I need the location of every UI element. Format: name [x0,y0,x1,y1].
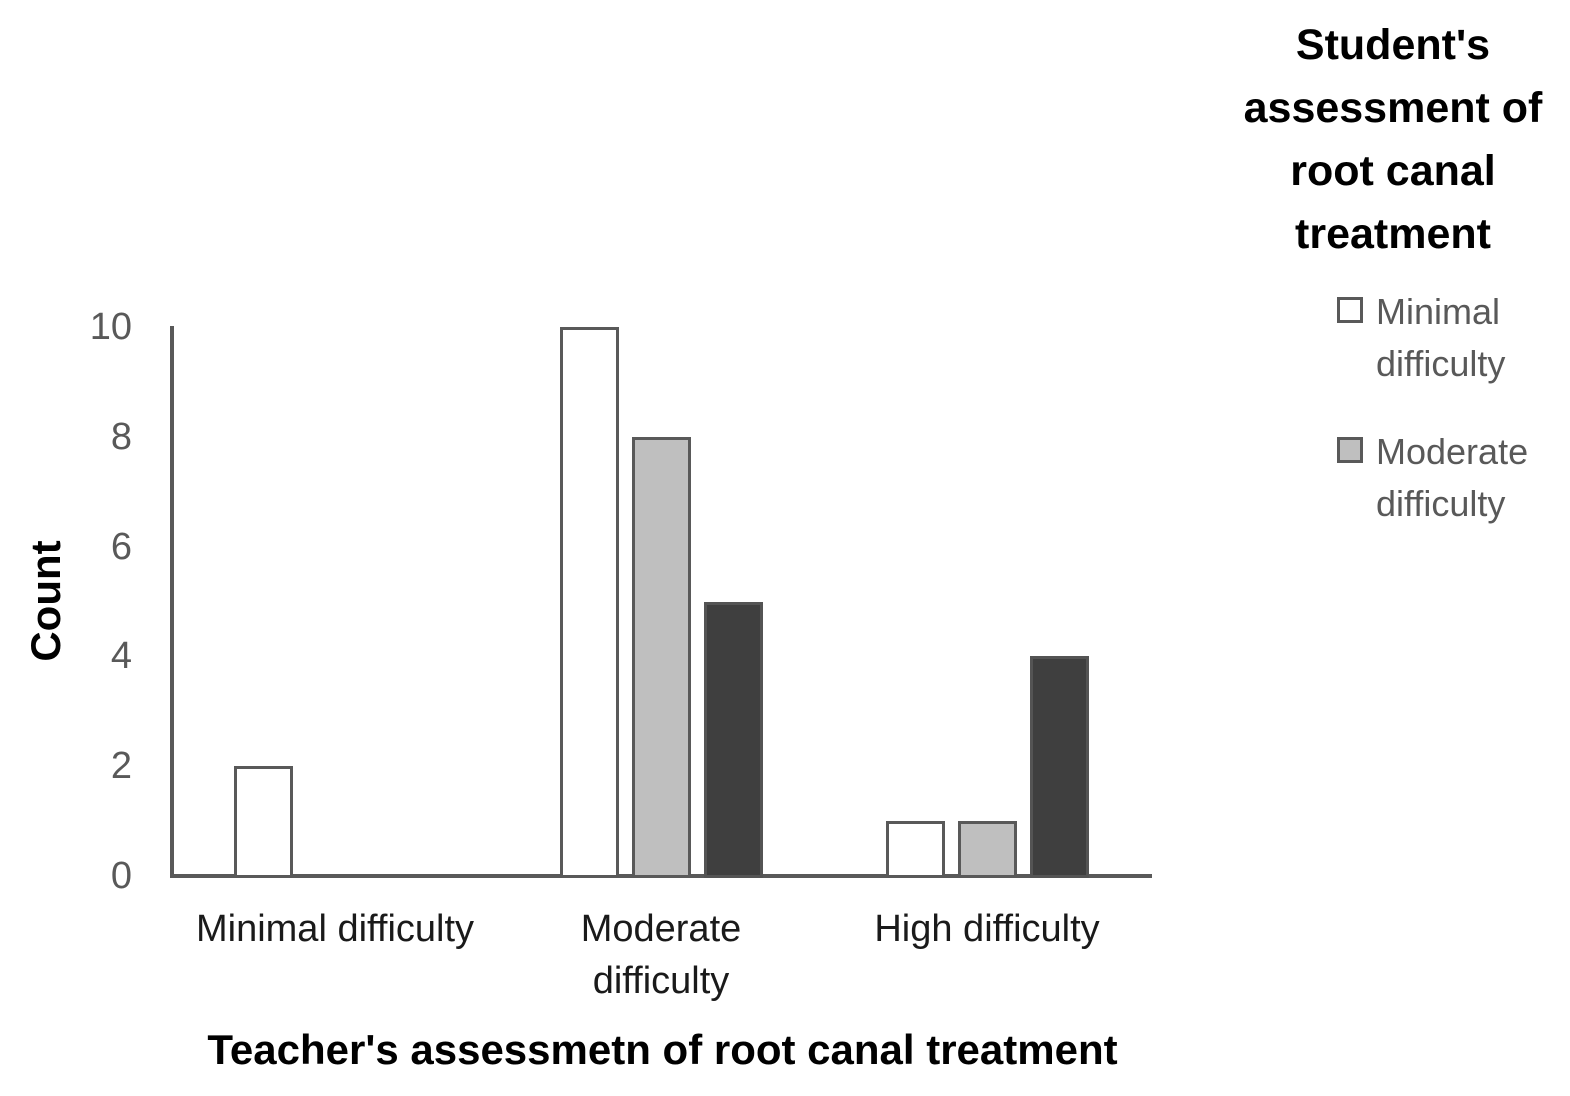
x-tick-label: High difficulty [874,903,1099,955]
legend-item-label: Moderate difficulty [1376,431,1529,524]
legend-item: Moderate difficulty [1337,426,1561,530]
bar-moderate-difficulty-moderate-difficulty [632,436,691,878]
y-tick-label: 0 [110,855,132,897]
x-axis-title: Teacher's assessmetn of root canal treat… [207,1026,1118,1073]
bar-minimal-difficulty-moderate-difficulty [560,327,619,878]
legend-swatch-icon [1337,437,1363,463]
bar-minimal-difficulty-minimal-difficulty [234,766,293,878]
x-tick-line: High difficulty [874,908,1100,950]
bar-minimal-difficulty-high-difficulty [886,821,945,878]
x-tick-line: Minimal difficulty [195,908,475,950]
y-tick-label: 6 [110,525,132,568]
legend-item-label: Minimal difficulty [1376,291,1506,384]
y-tick-label: 8 [110,415,132,458]
y-tick-label: 4 [110,635,132,678]
y-tick-label: 2 [110,745,132,788]
y-tick-label: 10 [89,306,132,348]
bar-high-difficulty-high-difficulty [1030,656,1089,878]
bar-moderate-difficulty-high-difficulty [958,821,1017,878]
x-tick-label: Moderate difficulty [581,903,742,1007]
y-axis-line [170,326,174,878]
x-tick-line: Moderate [580,908,742,950]
legend-title: Student's assessment of root canal treat… [1243,21,1543,258]
bar-high-difficulty-moderate-difficulty [704,601,763,878]
legend-item: Minimal difficulty [1337,286,1561,390]
legend-swatch-icon [1337,297,1363,323]
x-tick-label: Minimal difficulty [196,903,474,955]
x-tick-line: difficulty [592,960,730,1002]
